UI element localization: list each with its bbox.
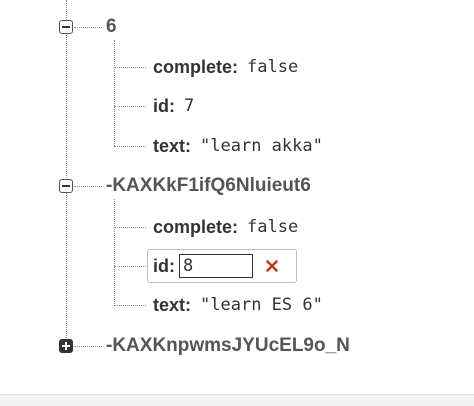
leaf-key: text:	[153, 135, 192, 156]
node-key-6[interactable]: 6	[106, 16, 117, 37]
tree-guide-line	[114, 227, 146, 228]
leaf-value: false	[247, 57, 299, 77]
leaf-value: "learn akka"	[200, 136, 323, 156]
leaf-key: id:	[153, 95, 175, 116]
tree-guide-line	[114, 199, 115, 306]
cancel-edit-button[interactable]	[261, 255, 283, 277]
leaf-value: 7	[184, 96, 195, 116]
leaf-key: text:	[153, 294, 192, 315]
expand-toggle-node-kaxknp[interactable]	[59, 339, 73, 353]
leaf-id[interactable]: id: 7	[153, 92, 194, 120]
tree-guide-line	[114, 67, 146, 68]
plus-box-icon	[62, 342, 70, 350]
node-key-kaxknp[interactable]: -KAXKnpwmsJYUcEL9o_N	[106, 335, 350, 356]
tree-guide-line	[114, 40, 115, 146]
tree-guide-line	[114, 146, 146, 147]
collapse-toggle-node-kaxkkf[interactable]	[59, 179, 73, 193]
leaf-edit-box-id: id:	[147, 249, 297, 283]
close-icon	[266, 260, 278, 272]
tree-guide-line	[74, 27, 102, 28]
leaf-key: complete:	[153, 56, 239, 77]
tree-guide-line	[74, 346, 102, 347]
tree-guide-line	[114, 266, 146, 267]
tree-guide-line	[66, 0, 67, 340]
leaf-complete[interactable]: complete: false	[153, 213, 298, 241]
leaf-value: "learn ES 6"	[200, 295, 323, 315]
leaf-text[interactable]: text: "learn akka"	[153, 132, 323, 160]
minus-box-icon	[62, 185, 70, 187]
minus-box-icon	[62, 26, 70, 28]
footer-strip	[0, 394, 474, 406]
tree-guide-line	[114, 305, 146, 306]
node-key-kaxkkf[interactable]: -KAXKkF1ifQ6Nluieut6	[106, 175, 311, 196]
leaf-text[interactable]: text: "learn ES 6"	[153, 291, 323, 319]
leaf-key: id:	[153, 255, 175, 276]
leaf-key: complete:	[153, 216, 239, 237]
leaf-value: false	[247, 217, 299, 237]
leaf-complete[interactable]: complete: false	[153, 53, 298, 81]
collapse-toggle-node-6[interactable]	[59, 20, 73, 34]
id-value-input[interactable]	[179, 254, 253, 278]
tree-guide-line	[114, 106, 146, 107]
tree-guide-line	[74, 186, 102, 187]
